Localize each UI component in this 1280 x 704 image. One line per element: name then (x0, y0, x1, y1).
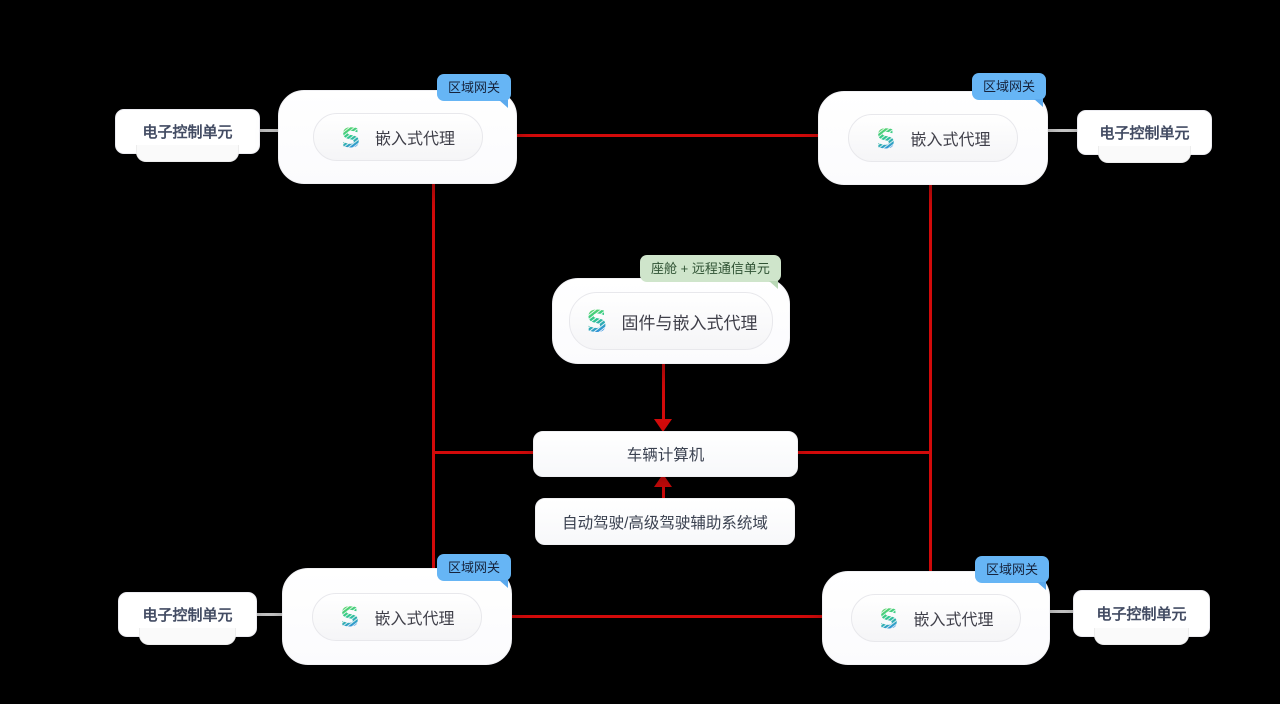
embedded-agent-pill: S 嵌入式代理 (848, 114, 1018, 162)
agent-label: 嵌入式代理 (374, 610, 455, 628)
agent-node-top-right: S 嵌入式代理 (818, 91, 1048, 185)
firmware-agent-pill: S 固件与嵌入式代理 (569, 292, 773, 350)
firmware-agent-label: 固件与嵌入式代理 (621, 313, 758, 333)
firmware-agent-node: S 固件与嵌入式代理 (552, 278, 790, 364)
connector-ecu-top-left (256, 129, 280, 132)
svg-text:S: S (877, 125, 896, 152)
embedded-agent-pill: S 嵌入式代理 (312, 113, 483, 161)
connector-left-trunk-vertical (432, 180, 435, 570)
ecu-label: 电子控制单元 (142, 124, 233, 141)
agent-label: 嵌入式代理 (910, 132, 991, 149)
s-logo-icon: S (341, 124, 360, 151)
vehicle-computer-node: 车辆计算机 (533, 431, 798, 477)
svg-text:S: S (341, 124, 360, 151)
cockpit-telematics-badge: 座舱 + 远程通信单元 (640, 255, 781, 289)
agent-node-bottom-right: S 嵌入式代理 (822, 571, 1050, 665)
zone-gateway-badge-bottom-right: 区域网关 (975, 556, 1050, 590)
s-logo-icon: S (877, 125, 896, 152)
zone-gateway-badge-top-left: 区域网关 (437, 74, 512, 108)
connector-ecu-bottom-left (253, 613, 284, 616)
svg-text:S: S (341, 603, 360, 630)
adas-domain-node: 自动驾驶/高级驾驶辅助系统域 (535, 498, 795, 545)
connector-ecu-bottom-right (1046, 610, 1075, 613)
ecu-node-top-right: 电子控制单元 (1077, 110, 1212, 163)
svg-text:S: S (586, 306, 607, 336)
zone-gateway-badge-bottom-left: 区域网关 (437, 554, 512, 588)
ecu-stack-layer (1094, 628, 1189, 645)
ecu-node-bottom-left: 电子控制单元 (118, 592, 257, 645)
embedded-agent-pill: S 嵌入式代理 (312, 592, 482, 641)
arrow-adas-to-computer-shaft (662, 485, 665, 500)
vehicle-computer-label: 车辆计算机 (626, 447, 705, 464)
ecu-stack-layer (136, 145, 239, 162)
ecu-label: 电子控制单元 (1099, 125, 1190, 142)
s-logo-icon: S (880, 605, 899, 632)
agent-label: 嵌入式代理 (374, 131, 455, 148)
ecu-stack-layer (1098, 146, 1191, 163)
ecu-label: 电子控制单元 (142, 607, 233, 624)
connector-middle-right-horizontal (795, 451, 930, 454)
svg-text:S: S (880, 605, 899, 632)
agent-label: 嵌入式代理 (913, 612, 994, 629)
adas-domain-label: 自动驾驶/高级驾驶辅助系统域 (562, 514, 768, 532)
connector-ecu-top-right (1044, 129, 1079, 132)
arrow-firmware-to-computer-shaft (662, 360, 665, 420)
ecu-node-bottom-right: 电子控制单元 (1073, 590, 1210, 645)
ecu-label: 电子控制单元 (1096, 606, 1187, 623)
connector-bottom-horizontal (509, 615, 827, 618)
arrowhead-down-icon (654, 419, 672, 432)
connector-right-trunk-vertical (929, 181, 932, 571)
arrowhead-up-icon (654, 474, 672, 487)
agent-node-top-left: S 嵌入式代理 (278, 90, 517, 184)
connector-middle-left-horizontal (433, 451, 534, 454)
connector-top-horizontal (513, 134, 819, 137)
ecu-stack-layer (139, 628, 236, 645)
agent-node-bottom-left: S 嵌入式代理 (282, 568, 512, 665)
ecu-node-top-left: 电子控制单元 (115, 109, 260, 162)
s-logo-icon: S (586, 306, 607, 336)
embedded-agent-pill: S 嵌入式代理 (851, 594, 1021, 642)
s-logo-icon: S (341, 603, 360, 630)
zone-gateway-badge-top-right: 区域网关 (972, 73, 1047, 107)
